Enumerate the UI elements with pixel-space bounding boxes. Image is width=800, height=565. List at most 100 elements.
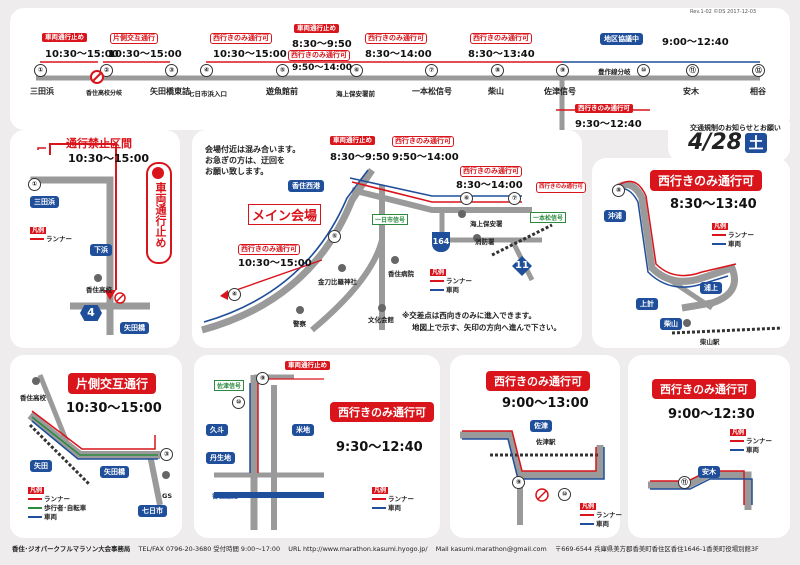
p2-tag-west-2: 西行きのみ通行可 [460, 166, 522, 177]
legend-vehicle: 車両 [746, 446, 759, 454]
p2-note-2: 地図上で示す、矢印の方向へ進んで下さい。 [412, 323, 562, 332]
p2-notice-2: お急ぎの方は、迂回を [205, 156, 285, 165]
place-nanokaichi: 七日市 [138, 505, 167, 517]
tag-closed-2: 車両通行止め [294, 24, 339, 33]
footer-mail[interactable]: Mail kasumi.marathon@gmail.com [435, 545, 547, 553]
station-label: 三田浜 [30, 87, 54, 96]
station-label: 海上保安署前 [336, 90, 375, 98]
station-number-7: ⑦ [425, 64, 438, 77]
time-segment-5: 8:30～14:00 [365, 49, 432, 60]
place-kasumi-high: 香住高校 [86, 286, 112, 294]
place-satsu-station: 佐津駅 [536, 438, 556, 446]
p2-tag-closed: 車両通行止め [330, 136, 375, 145]
p2-tag-west-4: 西行きのみ通行可 [238, 244, 300, 255]
legend-runner: ランナー [746, 437, 772, 445]
tag-west-3: 西行きのみ通行可 [365, 33, 427, 44]
station-label: 佐津信号 [544, 87, 576, 96]
legend-vehicle: 車両 [44, 513, 57, 521]
p2-venue: メイン会場 [248, 204, 322, 225]
time-segment-6: 8:30～13:40 [468, 49, 535, 60]
station-number-1: ① [34, 64, 47, 77]
place-yadabashi: 矢田橋 [120, 322, 149, 334]
legend-head: 凡例 [580, 503, 597, 510]
p2-time-c: 8:30～14:00 [456, 180, 523, 191]
legend-vehicle: 車両 [446, 286, 459, 294]
footer-org: 香住･ジオパークフルマラソン大会事務局 [12, 545, 131, 553]
p3-legend: 凡例 ランナー 車両 [712, 222, 754, 249]
p2-notice-3: お願い致します。 [205, 167, 269, 176]
station-label: 豊作線分岐 [598, 68, 631, 76]
top-route-line [36, 61, 760, 130]
legend-runner: ランナー [596, 511, 622, 519]
p3-title: 西行きのみ通行可 [650, 170, 763, 191]
p6-legend: 凡例 ランナー 車両 [580, 502, 622, 529]
footer-tel: TEL/FAX 0796-20-3680 受付時間 9:00～17:00 [138, 545, 281, 553]
station-number-2: ② [100, 64, 113, 77]
time-segment-1: 10:30～15:00 [45, 49, 119, 60]
no-entry-icon [152, 167, 164, 179]
station-label: 一本松信号 [412, 87, 452, 96]
legend-vehicle: 車両 [728, 240, 741, 248]
place-nyuji: 丹生地 [206, 452, 235, 464]
p2-tag-west-3: 西行きのみ通行可 [536, 182, 587, 193]
station-number-10: ⑩ [637, 64, 650, 77]
tag-west-4: 西行きのみ通行可 [470, 33, 532, 44]
p6-time: 9:00～13:00 [502, 396, 589, 411]
station-number-7: ⑦ [508, 192, 521, 205]
p2-map [201, 168, 553, 334]
legend-runner: ランナー [46, 235, 72, 243]
legend-head: 凡例 [372, 487, 389, 494]
station-label: 安木 [683, 87, 699, 96]
route-164-sign: 164 [432, 232, 450, 252]
p1-title: 通行禁止区間 [66, 137, 132, 150]
p2-shrine: 金刀比羅神社 [318, 278, 357, 286]
legend-head: 凡例 [730, 429, 747, 436]
footer: 香住･ジオパークフルマラソン大会事務局 TEL/FAX 0796-20-3680… [12, 544, 792, 553]
p6-title: 西行きのみ通行可 [486, 371, 590, 391]
legend-vehicle: 車両 [388, 504, 401, 512]
legend-head: 凡例 [28, 487, 45, 494]
district-label: 地区協議中 [600, 33, 643, 45]
station-number-4: ④ [200, 64, 213, 77]
p2-culture-hall: 文化会館 [368, 316, 394, 324]
legend-runner: ランナー [446, 277, 472, 285]
tag-west-2: 西行きのみ通行可 [288, 50, 350, 61]
station-label: 遊魚館前 [266, 87, 298, 96]
time-segment-2: 10:30～15:00 [108, 49, 182, 60]
station-label: 矢田橋東詰 [150, 87, 190, 96]
legend-head: 凡例 [430, 269, 447, 276]
revision-label: Rev.1-02 ©DS 2017-12-03 [690, 9, 757, 15]
place-kasumi-nishiko: 香住西港 [288, 180, 324, 192]
p2-firestation: 消防署 [475, 238, 495, 246]
p3-time: 8:30～13:40 [670, 197, 757, 212]
p2-police: 警察 [293, 320, 306, 328]
station-number-5: ⑤ [276, 64, 289, 77]
p4-map [27, 374, 170, 506]
station-number-1: ① [28, 178, 41, 191]
place-yadabashi-2: 矢田橋 [100, 466, 129, 478]
station-number-6: ⑥ [350, 64, 363, 77]
p4-title: 片側交互通行 [68, 373, 157, 394]
station-number-9: ⑨ [556, 64, 569, 77]
place-satsu-signal: 佐津信号 [214, 380, 245, 391]
place-kasumi-road: 香住道路 [212, 492, 238, 500]
top-route-panel [10, 8, 790, 130]
p1-legend: 凡例 ランナー [30, 226, 72, 244]
place-okinoura: 沖浦 [604, 210, 626, 222]
p7-time: 9:00～12:30 [668, 407, 755, 422]
station-number-9: ⑨ [512, 476, 525, 489]
station-number-12: ⑫ [752, 64, 765, 77]
time-segment-3: 10:30～15:00 [213, 49, 287, 60]
footer-url[interactable]: URL http://www.marathon.kasumi.hyogo.jp/ [288, 545, 428, 553]
legend-pedestrian: 歩行者･自転車 [44, 504, 87, 512]
p1-time: 10:30～15:00 [68, 152, 150, 165]
p2-notice-1: 会場付近は混み合います。 [205, 145, 301, 154]
station-number-9: ⑨ [256, 372, 269, 385]
place-urakami: 浦上 [700, 282, 722, 294]
legend-runner: ランナー [44, 495, 70, 503]
station-label: 香住高校分岐 [86, 90, 123, 97]
p1-closed-text: 車両通行止め [154, 182, 167, 248]
p1-closed-vertical: 車両通行止め [146, 162, 172, 264]
tag-closed-1: 車両通行止め [42, 33, 87, 42]
p2-legend: 凡例 ランナー 車両 [430, 268, 472, 295]
